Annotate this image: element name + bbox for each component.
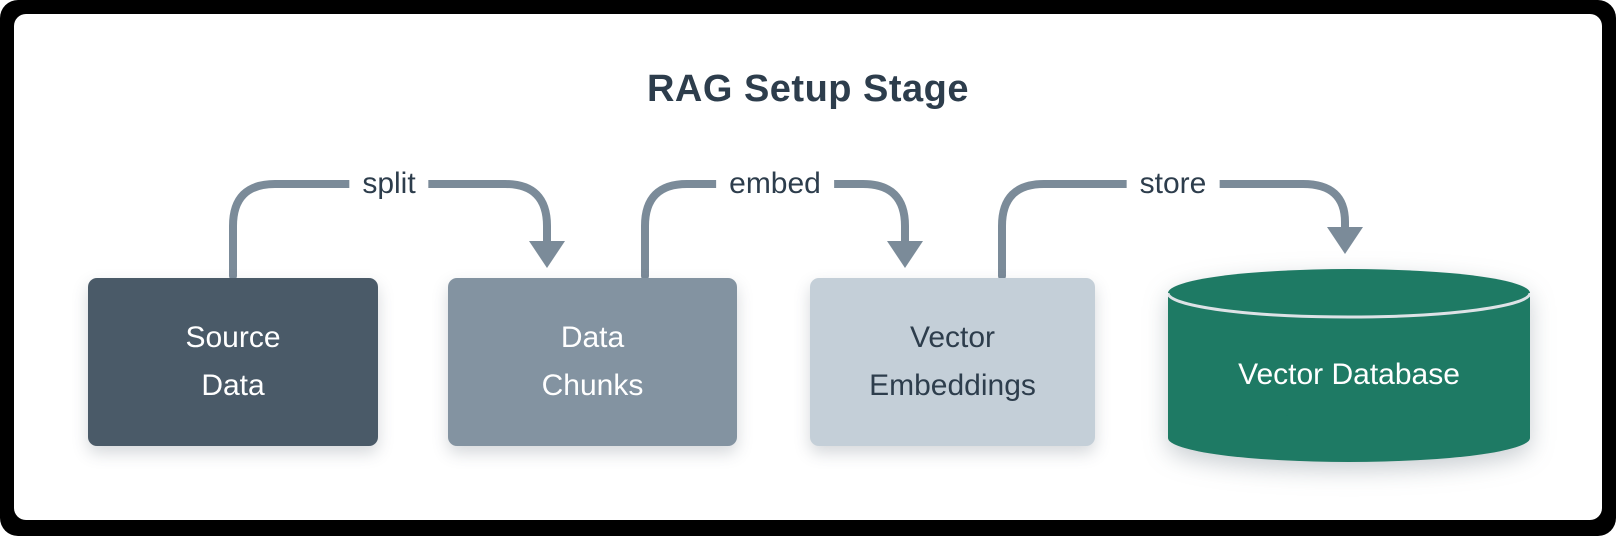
node-source-data: Source Data bbox=[88, 278, 378, 446]
node-vector-embeddings-label-line2: Embeddings bbox=[869, 369, 1036, 402]
node-data-chunks-label-line2: Chunks bbox=[541, 369, 644, 402]
node-vector-embeddings-label-line1: Vector bbox=[909, 321, 996, 354]
node-source-data-label-line1: Source bbox=[185, 321, 281, 354]
node-vector-embeddings: Vector Embeddings bbox=[810, 278, 1095, 446]
node-data-chunks: Data Chunks bbox=[448, 278, 737, 446]
node-data-chunks-label-line1: Data bbox=[560, 321, 625, 354]
diagram-title: RAG Setup Stage bbox=[646, 68, 970, 110]
node-vector-database: Vector Database bbox=[1168, 269, 1530, 462]
node-source-data-label-line2: Data bbox=[201, 369, 265, 402]
edge-label-embed: embed bbox=[716, 167, 834, 201]
database-cylinder-icon bbox=[1168, 269, 1530, 462]
edge-label-split: split bbox=[349, 167, 429, 201]
node-vector-database-label: Vector Database bbox=[1238, 358, 1460, 391]
edge-label-store: store bbox=[1126, 167, 1220, 201]
